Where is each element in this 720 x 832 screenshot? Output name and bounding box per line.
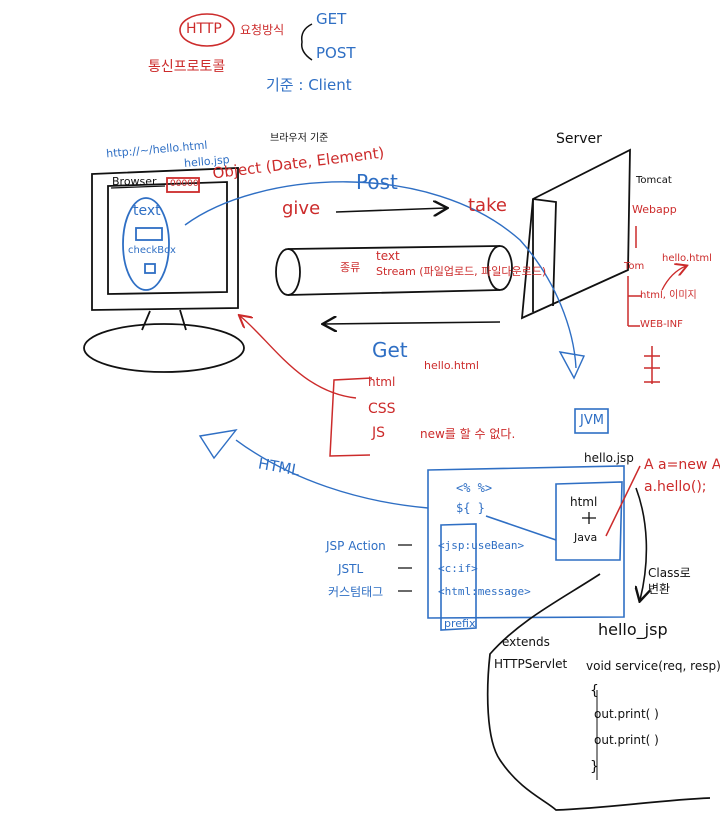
take-label: take bbox=[468, 195, 507, 216]
prefix-label: prefix bbox=[444, 617, 476, 630]
resource-css: CSS bbox=[368, 401, 396, 417]
extends-label: extends bbox=[502, 635, 550, 649]
hello-jsp-label: hello.jsp bbox=[584, 451, 634, 465]
java-plus bbox=[582, 512, 596, 524]
give-take-arrow bbox=[335, 208, 446, 212]
a-new-label: A a=new A(); bbox=[644, 457, 720, 473]
stream-pipe bbox=[275, 245, 513, 296]
form-checkbox-label: checkBox bbox=[128, 245, 176, 256]
request-method-label: 요청방식 bbox=[240, 23, 285, 37]
response-arrow bbox=[324, 322, 501, 324]
jsp-action-label: JSP Action bbox=[326, 539, 386, 553]
out-print-1: out.print( ) bbox=[594, 707, 659, 721]
resource-html: html bbox=[368, 375, 396, 389]
hello-html-arrow bbox=[661, 266, 686, 291]
give-label: give bbox=[282, 198, 321, 219]
html-message-tag: <html:message> bbox=[438, 585, 531, 598]
js-note: new를 할 수 없다. bbox=[420, 427, 516, 441]
http-label: HTTP bbox=[186, 21, 222, 37]
jvm-label: JVM bbox=[580, 413, 604, 428]
browser-title: Browser bbox=[112, 175, 157, 188]
tomcat-label: Tomcat bbox=[636, 175, 672, 186]
use-bean-tag: <jsp:useBean> bbox=[438, 539, 525, 552]
el-expression: ${ } bbox=[456, 501, 485, 515]
send-note: 브라우저 기준 bbox=[270, 133, 329, 144]
html-arrowhead bbox=[198, 429, 238, 460]
get-flow-label: Get bbox=[372, 338, 408, 362]
convert-arrow bbox=[636, 487, 646, 600]
response-curve bbox=[240, 316, 357, 399]
protocol-label: 통신프로토콜 bbox=[148, 59, 226, 75]
servlet-outline bbox=[486, 573, 711, 811]
html-curve bbox=[235, 439, 429, 509]
a-hello-label: a.hello(); bbox=[644, 479, 707, 495]
browser-underline bbox=[110, 185, 166, 189]
html-image-label: html, 이미지 bbox=[640, 290, 697, 301]
resource-js: JS bbox=[372, 425, 386, 441]
http-servlet-label: HTTPServlet bbox=[494, 657, 568, 671]
get-label: GET bbox=[316, 10, 347, 28]
tom-label: Tom bbox=[624, 261, 645, 272]
custom-tag-label: 커스텀태그 bbox=[328, 585, 384, 599]
kind-text: text bbox=[376, 249, 400, 263]
basis-label: 기준 : Client bbox=[266, 76, 352, 94]
web-inf-label: WEB-INF bbox=[640, 319, 683, 330]
method-brace bbox=[300, 23, 313, 61]
out-print-2: out.print( ) bbox=[594, 733, 659, 747]
jstl-label: JSTL bbox=[338, 562, 364, 576]
server-hello-html: hello.html bbox=[662, 253, 712, 264]
scriptlet-tag: <% %> bbox=[456, 481, 493, 495]
c-if-tag: <c:if> bbox=[438, 562, 478, 575]
form-text-label: text bbox=[133, 203, 161, 219]
servlet-class-name: hello_jsp bbox=[598, 620, 668, 639]
post-curve bbox=[184, 181, 577, 369]
post-label: POST bbox=[316, 44, 356, 62]
monitor-drawing bbox=[83, 167, 245, 373]
get-hello-html: hello.html bbox=[424, 359, 479, 372]
java-label: Java bbox=[574, 531, 598, 544]
service-open-brace: { bbox=[590, 683, 599, 699]
tom-tree bbox=[627, 276, 642, 327]
post-arrowhead bbox=[558, 351, 586, 380]
kind-stream: Stream (파일업로드, 파일다운로드) bbox=[376, 265, 547, 278]
browser-tag: 00000 bbox=[170, 179, 199, 189]
jsp-boxes bbox=[427, 465, 625, 631]
server-title: Server bbox=[556, 131, 602, 147]
resource-bracket bbox=[329, 377, 373, 457]
html-box-label: html bbox=[570, 495, 598, 509]
java-link bbox=[605, 465, 641, 537]
web-inf-sign bbox=[644, 346, 660, 384]
webapp-label: Webapp bbox=[632, 203, 677, 216]
class-convert-label: Class로 변환 bbox=[648, 566, 691, 596]
post-flow-label: Post bbox=[356, 170, 398, 194]
service-close-brace: } bbox=[590, 759, 599, 775]
tag-dashes bbox=[398, 544, 412, 592]
jvm-box bbox=[574, 408, 609, 434]
kind-label: 종류 bbox=[340, 261, 361, 274]
http-circle bbox=[179, 13, 235, 47]
service-method: void service(req, resp) bbox=[586, 659, 720, 673]
server-drawing bbox=[520, 148, 631, 320]
